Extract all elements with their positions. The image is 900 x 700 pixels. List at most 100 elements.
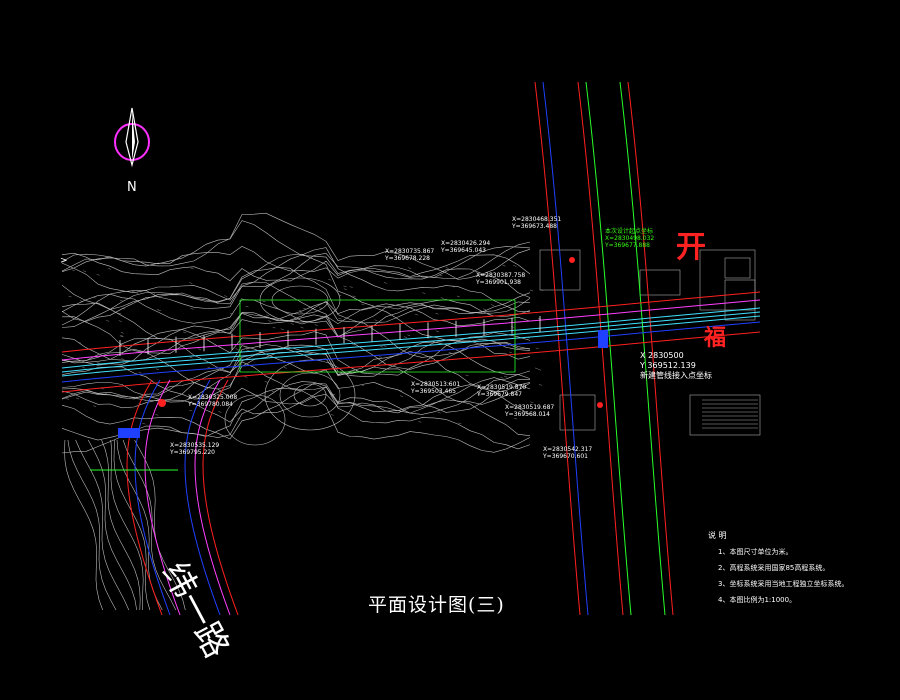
coord-label-c3: X=2830735.867 Y=369678.228: [385, 248, 434, 262]
building-outline: [559, 394, 596, 431]
hatch-tick: [456, 295, 460, 298]
hatch-tick: [318, 307, 323, 309]
notes-panel: 说 明 1、本图尺寸单位为米。 2、高程系统采用国家85高程系统。 3、坐标系统…: [708, 528, 848, 608]
hatch-tick: [218, 411, 222, 413]
hatch-tick: [121, 358, 125, 360]
hatch-tick: [374, 319, 378, 321]
hatch-tick: [439, 274, 443, 277]
hatch-tick: [509, 351, 513, 354]
hatch-tick: [477, 393, 481, 396]
coord-x: X=2830426.294: [441, 240, 491, 247]
hatch-tick: [361, 303, 365, 306]
hatch-tick: [138, 371, 142, 374]
hatch-tick: [121, 307, 126, 310]
contour-line: [61, 377, 531, 414]
hatch-tick: [529, 289, 534, 292]
contour-line: [61, 387, 531, 454]
road-centerline: [61, 311, 761, 373]
hatch-tick: [266, 314, 270, 317]
contour-line: [61, 252, 531, 301]
hatch-tick: [230, 312, 234, 315]
hatch-tick: [530, 401, 534, 403]
hatch-tick: [446, 382, 451, 384]
hatch-tick: [314, 324, 318, 326]
hatch-tick: [535, 347, 539, 350]
contour-line: [61, 338, 531, 377]
branch-road-line: [194, 379, 231, 616]
hatch-tick: [490, 304, 495, 306]
notes-header: 说 明: [708, 531, 727, 540]
hatch-tick: [537, 317, 542, 320]
hatch-tick: [156, 309, 160, 311]
hatch-tick: [235, 348, 239, 350]
hatch-tick: [152, 292, 156, 294]
hatch-tick: [328, 278, 332, 281]
coord-y: Y=369678.228: [385, 255, 430, 262]
hatch-tick: [224, 295, 228, 297]
hatch-tick: [537, 368, 542, 371]
hatch-tick: [183, 331, 187, 334]
branch-road-line: [134, 379, 171, 616]
hatch-tick: [349, 286, 353, 288]
contour-loop: [279, 372, 341, 418]
road-edge-line: [627, 81, 674, 616]
contour-line: [87, 439, 137, 611]
hatch-tick: [241, 298, 245, 300]
coord-x: X=2830468.351: [512, 216, 562, 223]
hatch-tick: [189, 282, 193, 284]
road-centerline: [61, 331, 761, 393]
contour-line: [101, 439, 141, 611]
hatch-tick: [383, 345, 387, 347]
hatch-tick: [422, 292, 426, 294]
hatch-tick: [190, 267, 194, 270]
hatch-tick: [330, 414, 334, 416]
hatch-tick: [487, 314, 491, 316]
contour-line: [61, 293, 531, 338]
hatch-tick: [120, 300, 124, 302]
hatch-tick: [82, 270, 87, 272]
coord-label-right: X 2830500 Y 369512.139 新建管线接入点坐标: [640, 351, 712, 381]
hatch-tick: [108, 268, 112, 270]
coord-y: Y=369645.043: [441, 247, 486, 254]
hatch-tick: [355, 370, 360, 372]
hatch-tick: [399, 395, 404, 397]
coord-y: Y=369673.488: [512, 223, 557, 230]
hatch-tick: [366, 372, 370, 375]
hatch-tick: [136, 293, 140, 295]
coord-x: X=2830735.867: [385, 248, 435, 255]
branch-road-line: [144, 379, 181, 616]
contour-line: [61, 281, 531, 337]
coord-label-c7: X=2830519.687 Y=369568.014: [505, 404, 554, 418]
hatch-tick: [437, 411, 441, 414]
contour-loop: [224, 394, 286, 446]
hatch-tick: [440, 297, 444, 299]
hatch-tick: [92, 296, 96, 299]
coord-label-c2: X=2830426.294 Y=369645.043: [441, 240, 490, 254]
hatch-tick: [189, 409, 193, 412]
contour-line: [64, 439, 103, 611]
coord-y: Y=369679.847: [477, 391, 522, 398]
coord-y: Y=369795.220: [170, 449, 215, 456]
road-centerline: [61, 307, 761, 369]
coord-y: Y=369901.938: [476, 279, 521, 286]
notes-item: 2、高程系统采用国家85高程系统。: [718, 564, 830, 572]
hatch-tick: [290, 323, 294, 325]
contour-line: [110, 439, 144, 611]
notes-item: 3、坐标系统采用当地工程独立坐标系统。: [718, 580, 849, 588]
hatch-tick: [271, 391, 276, 393]
contour-line: [116, 439, 163, 611]
road-edge-line: [585, 81, 632, 616]
hatch-tick: [280, 328, 284, 330]
junction-marker: [118, 428, 140, 438]
hatch-tick: [534, 367, 539, 370]
hatch-tick: [65, 398, 69, 400]
hatch-tick: [458, 422, 462, 425]
contour-loop: [264, 359, 356, 431]
hatch-tick: [190, 308, 194, 310]
hatch-tick: [155, 368, 160, 371]
coord-label-c4: X=2830387.758 Y=369901.938: [476, 272, 525, 286]
road-centerline: [61, 315, 761, 377]
hatch-tick: [451, 323, 455, 325]
dimension-frame: [239, 299, 516, 373]
contour-line: [61, 246, 531, 279]
